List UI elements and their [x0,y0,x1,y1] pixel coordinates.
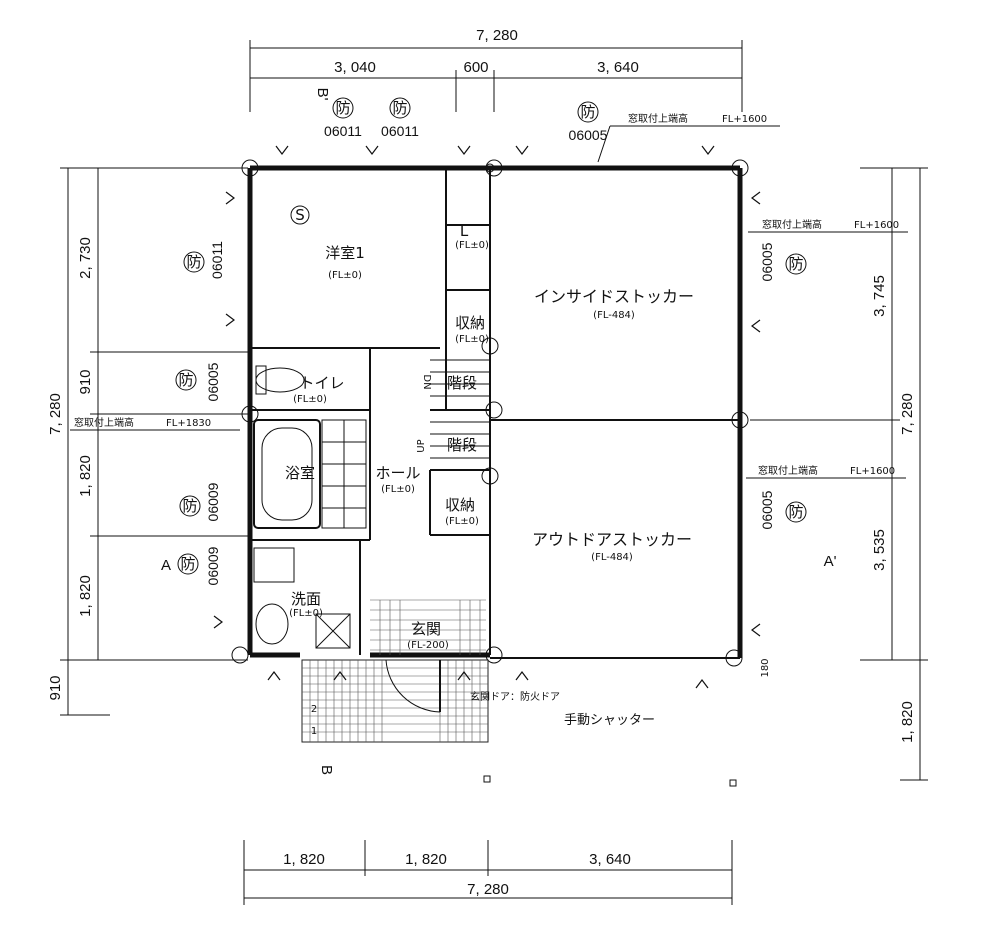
left-dim-4: 1, 820 [77,575,94,617]
stair-treads [430,359,490,459]
right-extra-dim: 1, 820 [899,701,916,743]
section-b-label: B [318,765,335,775]
small-squares [483,775,737,787]
right-total-dim: 7, 280 [899,393,916,435]
sill-note-top-label: 窓取付上端高 [628,112,688,125]
hall-level: (FL±0) [381,484,415,495]
fire-mark-1: 防 [335,99,350,117]
fire-mark-7: 防 [182,497,197,515]
step-2: 2 [311,704,317,715]
window-code-4: 06011 [209,241,225,279]
inside-stocker-name: インサイドストッカー [534,287,694,306]
stairs-up-tag: UP [416,439,427,452]
step-1: 1 [311,726,317,737]
right-dim-1: 3, 745 [871,275,888,317]
toilet-name: トイレ [299,374,344,392]
top-dim-2: 600 [463,59,488,76]
right-dimension-lines: 3, 745 3, 535 7, 280 1, 820 180 [750,167,928,781]
right-dim-2: 3, 535 [871,529,888,571]
outdoor-stocker-level: (FL-484) [591,552,633,563]
toilet-level: (FL±0) [293,394,327,405]
window-code-1: 06011 [324,123,362,139]
bath-name: 浴室 [285,464,315,482]
fire-mark-6: 防 [178,371,193,389]
fire-window-markers: 防 06011 防 06011 防 06005 防 06011 防 06005 … [175,97,807,585]
window-code-9: 06005 [759,490,775,529]
shutter-note: 手動シャッター [564,713,655,728]
interior-walls [250,170,740,655]
left-dimension-lines: 2, 730 910 1, 820 1, 820 7, 280 910 [47,167,248,716]
sill-note-right1-value: FL+1600 [854,220,899,231]
window-code-6: 06005 [205,362,221,401]
sill-height-notes: 窓取付上端高 FL+1600 窓取付上端高 FL+1600 窓取付上端高 FL+… [70,112,908,479]
left-extra-dim: 910 [47,675,64,700]
left-total-dim: 7, 280 [47,393,64,435]
hall-name: ホール [375,464,420,482]
washroom-level: (FL±0) [289,608,323,619]
sink-mark: S [295,206,305,224]
toilet-fixture [255,365,305,395]
stairs-down-name: 階段 [447,374,477,392]
left-dim-3: 1, 820 [77,455,94,497]
sill-note-left-value: FL+1830 [166,418,211,429]
fire-mark-2: 防 [392,99,407,117]
bottom-dim-1: 1, 820 [283,851,325,868]
western-room-name: 洋室1 [325,244,365,262]
stairs-up-name: 階段 [447,436,477,454]
window-code-8: 06009 [205,546,221,585]
left-dim-1: 2, 730 [77,237,94,279]
section-a-prime-label: A' [824,553,837,570]
fire-mark-3: 防 [580,103,595,121]
window-code-5: 06005 [759,242,775,281]
storage-mid-level: (FL±0) [445,516,479,527]
grid-chevrons [213,145,761,689]
storage-mid-name: 収納 [445,496,475,514]
window-code-3: 06005 [569,127,608,143]
window-code-7: 06009 [205,482,221,521]
top-total-dim: 7, 280 [476,27,518,44]
entrance-level: (FL-200) [407,640,449,651]
bottom-dim-2: 1, 820 [405,851,447,868]
outdoor-stocker-name: アウトドアストッカー [532,530,692,549]
bathtub [253,419,367,529]
closet-small-level: (FL±0) [455,240,489,251]
room-labels: 洋室1 (FL±0) S インサイドストッカー (FL-484) L (FL±0… [285,205,694,651]
section-b-prime-label: B' [314,88,331,101]
fire-mark-5: 防 [788,255,803,273]
sill-note-right2-value: FL+1600 [850,466,895,477]
window-code-2: 06011 [381,123,419,139]
left-dim-2: 910 [77,369,94,394]
wash-basin [253,547,351,649]
sill-note-right1-label: 窓取付上端高 [762,218,822,231]
bottom-dim-3: 3, 640 [589,851,631,868]
entrance-porch: 2 1 [301,599,489,743]
sill-note-left-label: 窓取付上端高 [74,416,134,429]
entrance-name: 玄関 [411,620,441,638]
top-dimension-lines: 7, 280 3, 040 600 3, 640 B' [249,27,743,112]
top-dim-3: 3, 640 [597,59,639,76]
bottom-total-dim: 7, 280 [467,881,509,898]
closet-small-name: L [460,222,469,240]
inside-stocker-level: (FL-484) [593,310,635,321]
washroom-name: 洗面 [291,590,321,608]
section-a-label: A [161,557,171,574]
section-marks: A A' B [161,553,837,775]
exterior-walls [247,165,743,659]
right-small-dim: 180 [760,658,771,677]
storage-top-name: 収納 [455,314,485,332]
sill-note-top-value: FL+1600 [722,114,767,125]
fire-mark-9: 防 [788,503,803,521]
door-notes: 玄関ドア：防火ドア 手動シャッター [470,690,655,728]
fire-mark-4: 防 [186,253,201,271]
entrance-door-note: 玄関ドア：防火ドア [470,690,560,703]
bottom-dimension-lines: 1, 820 1, 820 3, 640 7, 280 [243,840,733,905]
fire-mark-8: 防 [180,555,195,573]
sill-note-right2-label: 窓取付上端高 [758,464,818,477]
structural-columns [231,159,749,667]
western-room-level: (FL±0) [328,270,362,281]
stairs-down-tag: DN [421,374,432,389]
storage-top-level: (FL±0) [455,334,489,345]
top-dim-1: 3, 040 [334,59,376,76]
